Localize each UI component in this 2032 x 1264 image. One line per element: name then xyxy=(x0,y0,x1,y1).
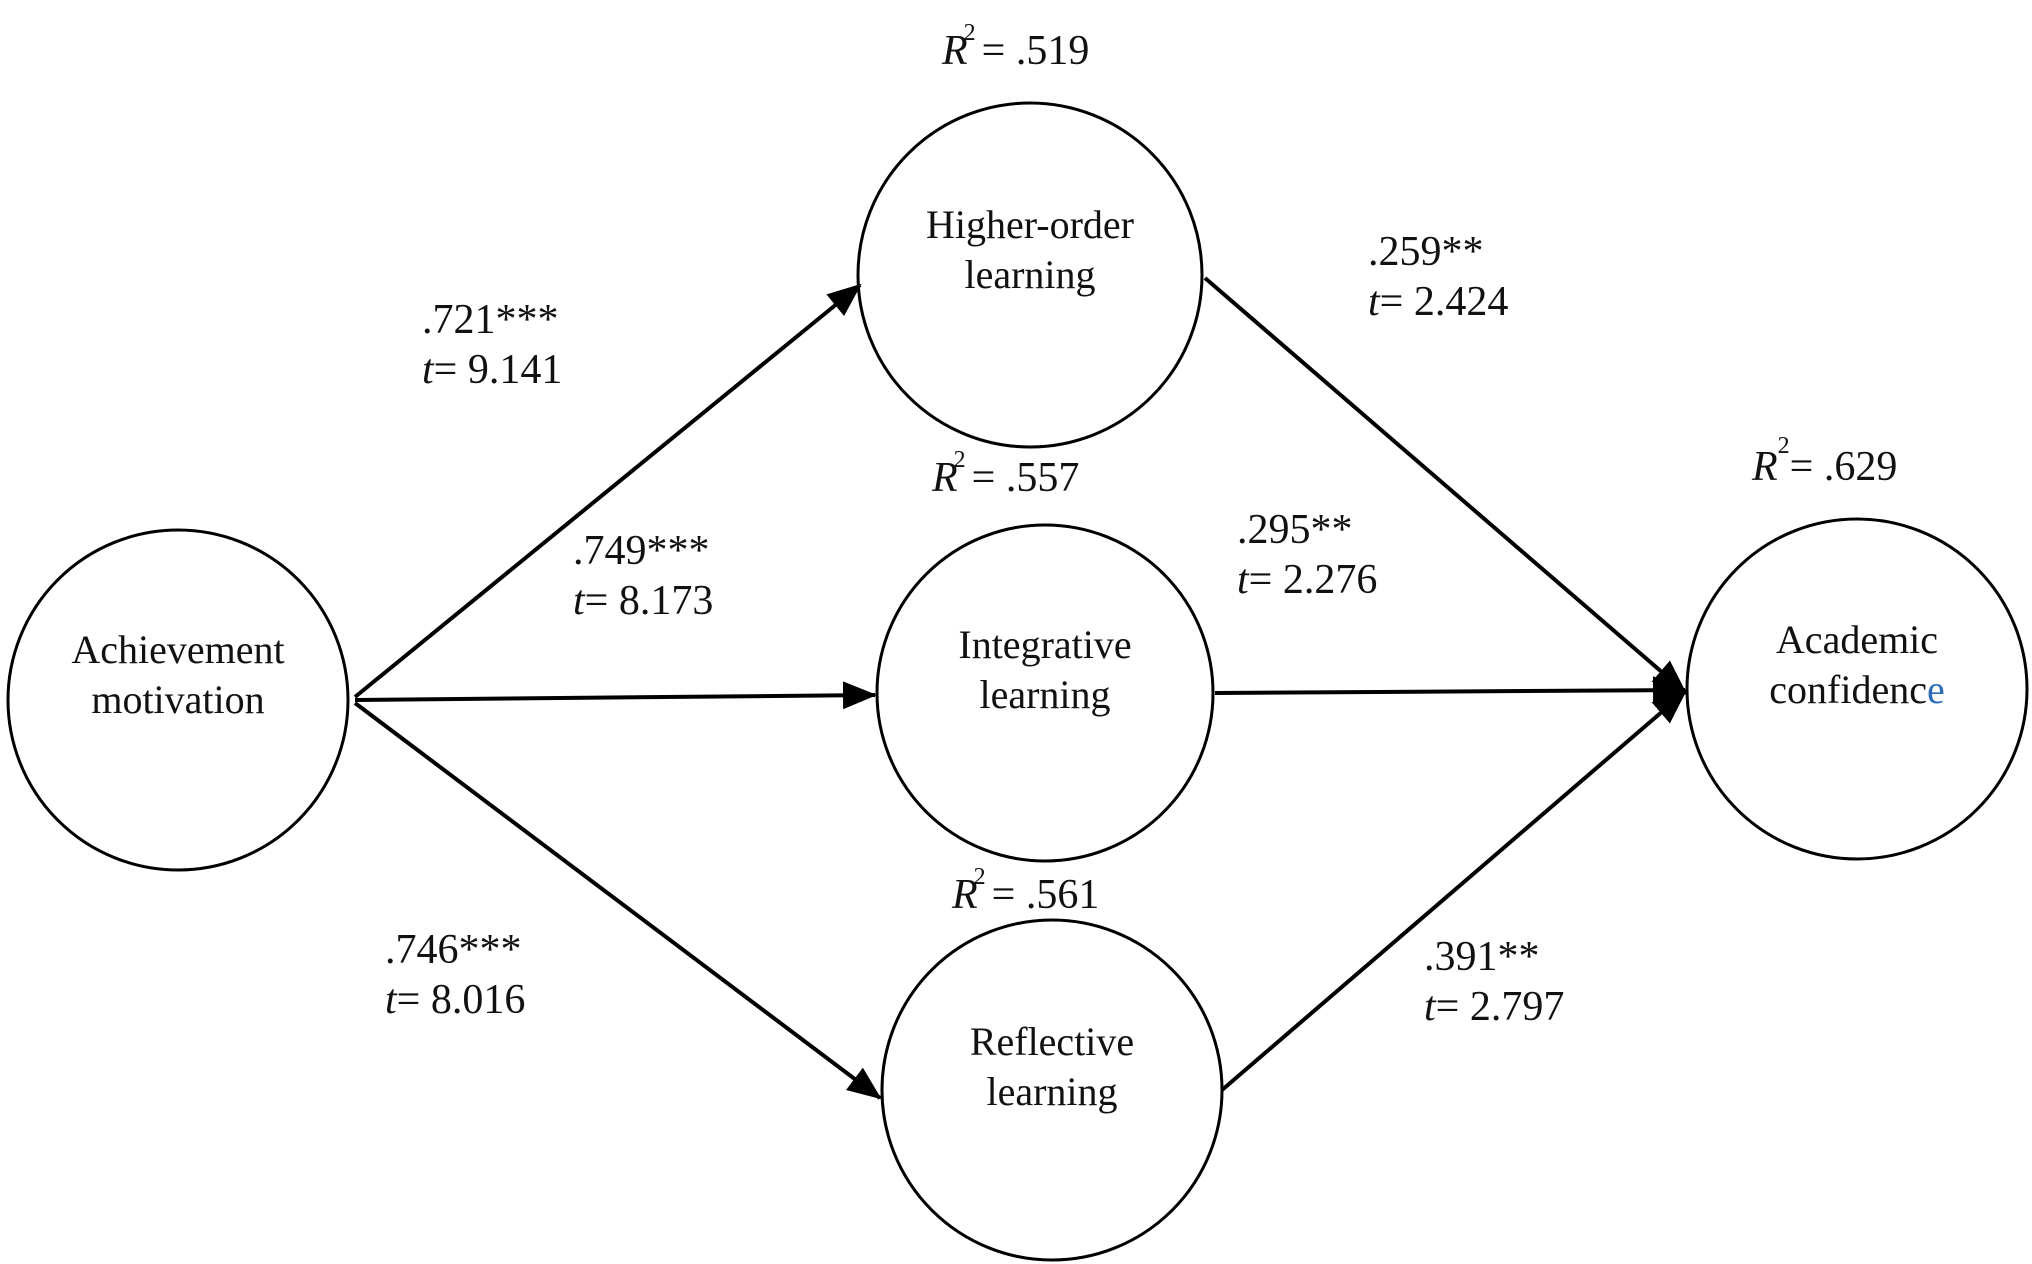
path-am-to-il xyxy=(354,681,877,710)
node-integrative-label: Integrative learning xyxy=(895,620,1195,720)
higher-order-line2: learning xyxy=(964,252,1096,297)
path-am-to-hol xyxy=(353,283,862,699)
node-reflective-label: Reflective learning xyxy=(902,1017,1202,1117)
t-am-il: t= 8.173 xyxy=(573,578,714,624)
r2-higher-order-sup: 2 xyxy=(963,20,976,46)
integrative-line1: Integrative xyxy=(958,622,1132,667)
node-higher-order-learning xyxy=(856,101,1204,449)
t-il-ac: t= 2.276 xyxy=(1237,557,1378,603)
t-rl-ac: t= 2.797 xyxy=(1424,984,1565,1030)
r2-higher-order-symbol: R xyxy=(942,28,968,74)
t-am-hol: t= 9.141 xyxy=(422,347,563,393)
node-higher-order-label: Higher-order learning xyxy=(880,200,1180,300)
label-am-hol: .721*** t= 9.141 xyxy=(422,295,562,395)
coef-am-hol: .721*** xyxy=(422,297,559,343)
academic-line2-tail: e xyxy=(1926,667,1945,712)
r2-integrative-value: = .557 xyxy=(971,455,1080,501)
path-il-to-ac xyxy=(1214,676,1687,705)
node-academic-label: Academic confidence xyxy=(1707,615,2007,715)
integrative-line2: learning xyxy=(979,672,1111,717)
academic-line2: confidence xyxy=(1707,665,2007,715)
r2-reflective-symbol: R xyxy=(952,872,978,918)
reflective-line2: learning xyxy=(986,1069,1118,1114)
r2-integrative-sup: 2 xyxy=(953,447,966,473)
r2-academic-symbol: R xyxy=(1752,444,1778,490)
label-il-ac: .295** t= 2.276 xyxy=(1237,505,1377,605)
r2-reflective-sup: 2 xyxy=(973,864,986,890)
coef-rl-ac: .391** xyxy=(1424,934,1540,980)
path-hol-to-ac xyxy=(1203,276,1687,694)
path-rl-to-ac xyxy=(1220,690,1687,1092)
coef-am-il: .749*** xyxy=(573,528,710,574)
r2-academic-sup: 2 xyxy=(1777,433,1790,459)
label-hol-ac: .259** t= 2.424 xyxy=(1368,227,1508,327)
label-rl-ac: .391** t= 2.797 xyxy=(1424,932,1564,1032)
r2-academic-value: = .629 xyxy=(1789,444,1898,490)
node-achievement-motivation xyxy=(6,528,350,872)
reflective-line1: Reflective xyxy=(969,1019,1135,1064)
t-hol-ac: t= 2.424 xyxy=(1368,279,1509,325)
achievement-line1: Achievement xyxy=(71,627,285,672)
path-am-to-rl xyxy=(353,701,882,1100)
coef-il-ac: .295** xyxy=(1237,507,1353,553)
node-achievement-label: Achievement motivation xyxy=(28,625,328,725)
r2-integrative: R2= .557 xyxy=(932,447,1080,509)
academic-line1: Academic xyxy=(1775,617,1939,662)
label-am-rl: .746*** t= 8.016 xyxy=(385,925,525,1025)
r2-higher-order: R2= .519 xyxy=(942,20,1090,82)
r2-reflective-value: = .561 xyxy=(991,872,1100,918)
label-am-il: .749*** t= 8.173 xyxy=(573,526,713,626)
achievement-line2: motivation xyxy=(91,677,265,722)
higher-order-line1: Higher-order xyxy=(926,202,1134,247)
node-integrative-learning xyxy=(875,523,1215,863)
academic-line2-main: confidenc xyxy=(1769,667,1927,712)
r2-reflective: R2= .561 xyxy=(952,864,1100,926)
node-academic-confidence xyxy=(1685,517,2029,861)
coef-hol-ac: .259** xyxy=(1368,229,1484,275)
coef-am-rl: .746*** xyxy=(385,927,522,973)
t-am-rl: t= 8.016 xyxy=(385,977,526,1023)
r2-academic: R2= .629 xyxy=(1752,433,1897,492)
r2-integrative-symbol: R xyxy=(932,455,958,501)
r2-higher-order-value: = .519 xyxy=(981,28,1090,74)
